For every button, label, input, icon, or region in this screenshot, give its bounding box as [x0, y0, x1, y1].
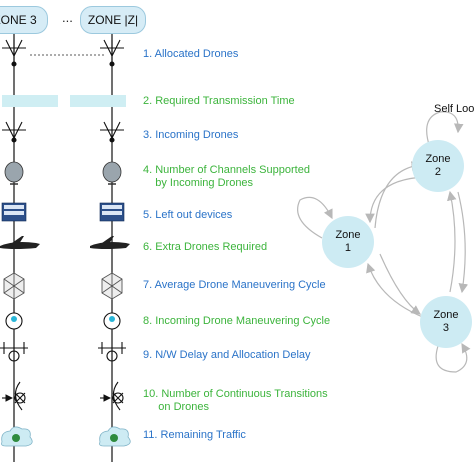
device-stack-icon — [1, 202, 125, 222]
step-label-5: 5. Left out devices — [143, 209, 233, 221]
transition-zone2-to-zone1 — [365, 176, 425, 224]
step-label-2: 2. Required Transmission Time — [143, 95, 295, 107]
step-label-1: 1. Allocated Drones — [143, 48, 239, 60]
step-label-4: 4. Number of Channels Supported by Incom… — [143, 164, 310, 189]
transmission-bar-zoneZ — [70, 95, 126, 107]
step-label-6: 6. Extra Drones Required — [143, 241, 268, 253]
state-node-zone3: Zone 3 — [420, 296, 472, 348]
incoming-drone-icon — [2, 121, 124, 143]
delay-symbol-icon — [0, 342, 126, 362]
transition-zone3-to-zone1 — [366, 262, 426, 319]
satellite-dish-icon — [4, 161, 122, 185]
antenna-icon — [2, 39, 124, 67]
zone-header-zone3: ZONE 3 — [0, 6, 48, 34]
step-label-11: 11. Remaining Traffic — [143, 429, 246, 441]
transition-zone1-to-zone3 — [379, 253, 421, 315]
step-label-7: 7. Average Drone Maneuvering Cycle — [143, 279, 326, 291]
transition-zone2-to-zone3 — [457, 191, 469, 294]
zone-ellipsis: ... — [62, 10, 73, 25]
state-node-zone2: Zone 2 — [412, 140, 464, 192]
step-label-10: 10. Number of Continuous Transitions on … — [143, 388, 328, 413]
step-label-9: 9. N/W Delay and Allocation Delay — [143, 349, 311, 361]
self-loop-zone3 — [435, 342, 471, 373]
aircraft-icon — [0, 236, 130, 249]
self-loop-label: Self Loo — [434, 103, 474, 115]
cloud-icon — [1, 426, 131, 447]
transition-symbol-icon — [2, 381, 124, 411]
transmission-bar-zone3 — [2, 95, 58, 107]
self-loop-zone2 — [426, 111, 464, 149]
step-label-8: 8. Incoming Drone Maneuvering Cycle — [143, 315, 331, 327]
zone-header-zoneZ: ZONE |Z| — [80, 6, 146, 34]
step-label-3: 3. Incoming Drones — [143, 129, 239, 141]
hexagon-node-icon — [3, 272, 123, 300]
transition-zone3-to-zone2 — [447, 190, 457, 293]
state-node-zone1: Zone 1 — [322, 216, 374, 268]
self-loop-zone1 — [297, 196, 333, 239]
circle-node-icon — [5, 312, 121, 330]
